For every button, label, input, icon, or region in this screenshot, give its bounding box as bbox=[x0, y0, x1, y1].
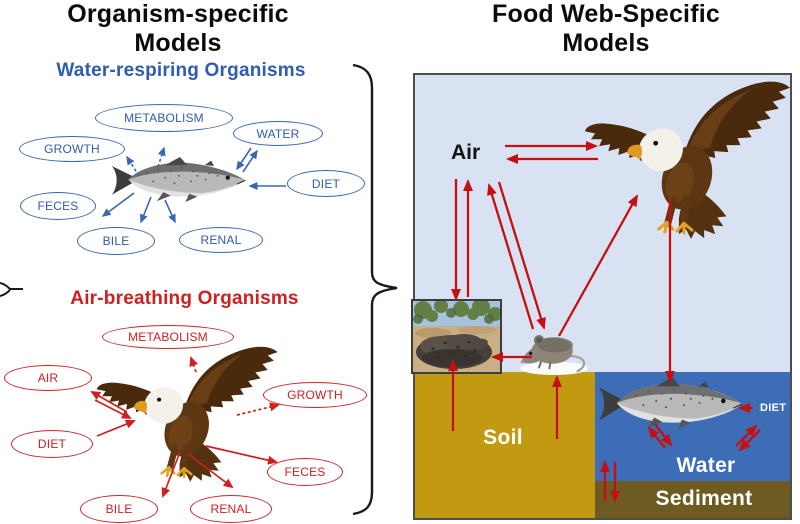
node-diet-eagle: DIET bbox=[11, 430, 93, 458]
node-bile-fish: BILE bbox=[77, 227, 155, 255]
node-renal-eagle: RENAL bbox=[190, 495, 272, 523]
right-title-line1: Food Web-Specific bbox=[492, 0, 720, 28]
right-title-line2: Models bbox=[562, 29, 650, 57]
right-curly-brace bbox=[352, 63, 398, 516]
soil-compartment bbox=[415, 372, 595, 518]
node-metabolism-fish: METABOLISM bbox=[95, 104, 233, 132]
sediment-compartment bbox=[595, 481, 790, 518]
right-panel-title: Food Web-Specific Models bbox=[420, 0, 792, 58]
rattlesnake-photo bbox=[411, 299, 502, 374]
mouse-icon bbox=[520, 335, 588, 375]
food-web-fish-icon bbox=[598, 377, 743, 429]
node-metabolism-eagle: METABOLISM bbox=[102, 325, 234, 349]
water-respiring-fish-icon bbox=[111, 157, 246, 202]
fish-diet-label: DIET bbox=[760, 402, 787, 414]
node-growth-eagle: GROWTH bbox=[263, 382, 367, 408]
rattlesnake-photo-art bbox=[413, 301, 500, 372]
air-breathing-heading: Air-breathing Organisms bbox=[70, 288, 299, 309]
air-compartment-label: Air bbox=[451, 141, 481, 164]
arrow-fish-to-renal bbox=[164, 199, 176, 224]
left-panel-title: Organism-specific Models bbox=[0, 0, 356, 58]
node-water-fish: WATER bbox=[233, 121, 323, 146]
node-air-eagle: AIR bbox=[4, 365, 92, 391]
node-feces-fish: FECES bbox=[20, 192, 96, 220]
node-growth-fish: GROWTH bbox=[19, 136, 125, 162]
food-web-eagle-icon bbox=[583, 76, 795, 244]
soil-compartment-label: Soil bbox=[483, 426, 523, 449]
node-renal-fish: RENAL bbox=[179, 227, 263, 253]
water-respiring-heading: Water-respiring Organisms bbox=[56, 60, 306, 81]
left-title-line1: Organism-specific bbox=[67, 0, 289, 28]
left-title-line2: Models bbox=[134, 29, 222, 57]
air-breathing-eagle-icon bbox=[95, 342, 282, 486]
node-bile-eagle: BILE bbox=[80, 495, 158, 523]
node-feces-eagle: FECES bbox=[267, 458, 343, 486]
snake bbox=[416, 334, 492, 369]
node-diet-fish: DIET bbox=[287, 170, 365, 197]
water-compartment-label: Water bbox=[676, 454, 736, 477]
sediment-compartment-label: Sediment bbox=[655, 487, 753, 510]
